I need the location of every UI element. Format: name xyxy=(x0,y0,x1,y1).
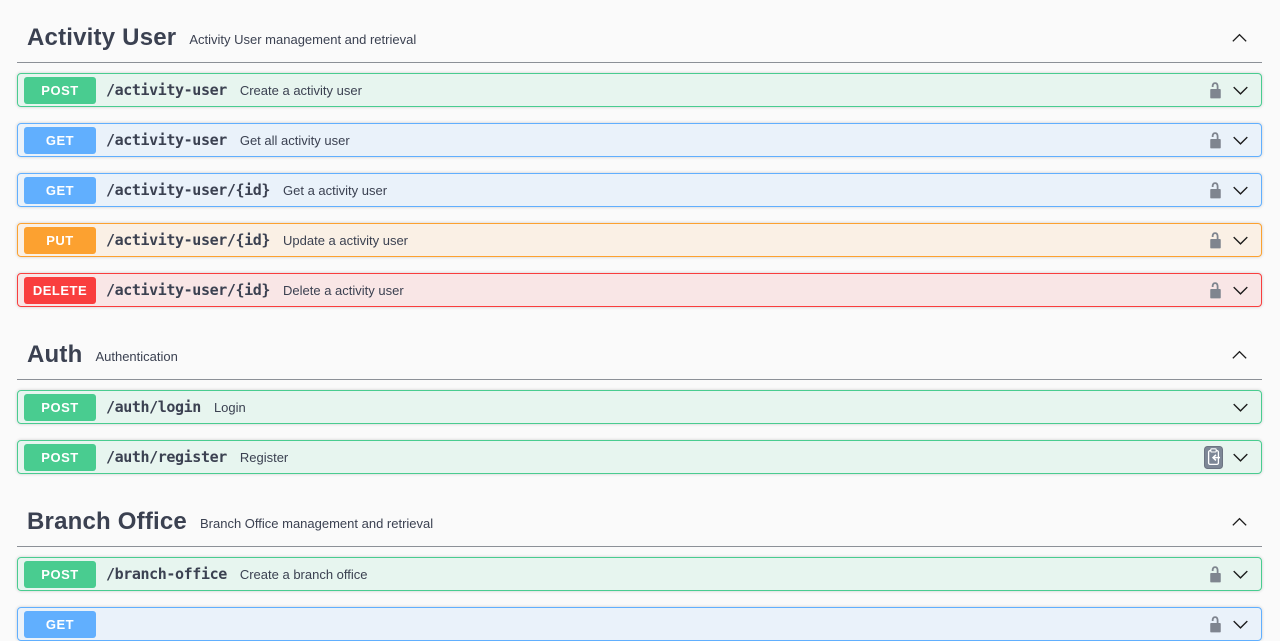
endpoint-row[interactable]: POST /activity-user Create a activity us… xyxy=(17,73,1262,107)
expand-endpoint-button[interactable] xyxy=(1232,135,1249,146)
row-icons xyxy=(1204,445,1249,469)
method-badge: DELETE xyxy=(24,276,96,304)
expand-endpoint-button[interactable] xyxy=(1232,569,1249,580)
chevron-down-icon xyxy=(1232,285,1249,296)
chevron-down-icon xyxy=(1232,569,1249,580)
chevron-down-icon xyxy=(1232,235,1249,246)
row-icons xyxy=(1208,181,1249,200)
lock-open-icon[interactable] xyxy=(1208,565,1223,584)
tag-title: Auth xyxy=(27,341,83,368)
method-badge: GET xyxy=(24,176,96,204)
tag-description: Branch Office management and retrieval xyxy=(199,516,434,531)
endpoint-path: /activity-user/{id} xyxy=(106,281,270,299)
endpoint-row[interactable]: PUT /activity-user/{id} Update a activit… xyxy=(17,223,1262,257)
lock-open-icon[interactable] xyxy=(1208,281,1223,300)
chevron-down-icon xyxy=(1232,135,1249,146)
endpoint-summary: Register xyxy=(239,450,289,465)
method-badge: PUT xyxy=(24,226,96,254)
tag-title: Activity User xyxy=(27,24,177,51)
expand-endpoint-button[interactable] xyxy=(1232,185,1249,196)
endpoint-row[interactable]: POST /branch-office Create a branch offi… xyxy=(17,557,1262,591)
endpoint-row[interactable]: DELETE /activity-user/{id} Delete a acti… xyxy=(17,273,1262,307)
endpoint-summary: Delete a activity user xyxy=(283,283,404,298)
endpoint-row[interactable]: POST /auth/register Register xyxy=(17,440,1262,474)
endpoint-path: /activity-user xyxy=(106,131,227,149)
endpoint-path: /activity-user/{id} xyxy=(106,181,270,199)
endpoint-path: /auth/login xyxy=(106,398,201,416)
row-icons xyxy=(1208,281,1249,300)
endpoint-path: /activity-user xyxy=(106,81,227,99)
expand-endpoint-button[interactable] xyxy=(1232,285,1249,296)
row-icons xyxy=(1208,231,1249,250)
endpoint-path: /auth/register xyxy=(106,448,227,466)
chevron-down-icon xyxy=(1232,452,1249,463)
row-icons xyxy=(1232,402,1249,413)
endpoint-summary: Create a activity user xyxy=(239,83,362,98)
endpoint-row[interactable]: POST /auth/login Login xyxy=(17,390,1262,424)
endpoint-list: POST /auth/login Login POST /auth/regist… xyxy=(17,390,1262,474)
endpoint-path: /branch-office xyxy=(106,565,227,583)
row-icons xyxy=(1208,565,1249,584)
endpoint-list: POST /branch-office Create a branch offi… xyxy=(17,557,1262,641)
chevron-down-icon xyxy=(1232,185,1249,196)
chevron-up-icon xyxy=(1231,33,1248,43)
row-icons xyxy=(1208,81,1249,100)
chevron-down-icon xyxy=(1232,402,1249,413)
endpoint-list: POST /activity-user Create a activity us… xyxy=(17,73,1262,307)
tag-header[interactable]: Activity User Activity User management a… xyxy=(17,6,1262,63)
collapse-section-button[interactable] xyxy=(1227,348,1252,362)
lock-open-icon[interactable] xyxy=(1208,131,1223,150)
lock-open-icon[interactable] xyxy=(1208,81,1223,100)
endpoint-row[interactable]: GET xyxy=(17,607,1262,641)
endpoint-summary: Login xyxy=(213,400,246,415)
method-badge: POST xyxy=(24,560,96,588)
tag-title: Branch Office xyxy=(27,508,187,535)
lock-open-icon[interactable] xyxy=(1208,615,1223,634)
tag-description: Activity User management and retrieval xyxy=(189,32,417,47)
expand-endpoint-button[interactable] xyxy=(1232,235,1249,246)
method-badge: POST xyxy=(24,443,96,471)
expand-endpoint-button[interactable] xyxy=(1232,402,1249,413)
tag-description: Authentication xyxy=(95,349,178,364)
endpoint-row[interactable]: GET /activity-user Get all activity user xyxy=(17,123,1262,157)
collapse-section-button[interactable] xyxy=(1227,31,1252,45)
endpoint-summary: Get a activity user xyxy=(283,183,388,198)
method-badge: POST xyxy=(24,76,96,104)
method-badge: GET xyxy=(24,126,96,154)
endpoint-summary: Update a activity user xyxy=(283,233,409,248)
lock-open-icon[interactable] xyxy=(1208,181,1223,200)
chevron-down-icon xyxy=(1232,619,1249,630)
endpoint-row[interactable]: GET /activity-user/{id} Get a activity u… xyxy=(17,173,1262,207)
tag-header[interactable]: Branch Office Branch Office management a… xyxy=(17,490,1262,547)
row-icons xyxy=(1208,615,1249,634)
row-icons xyxy=(1208,131,1249,150)
collapse-section-button[interactable] xyxy=(1227,515,1252,529)
endpoint-summary: Create a branch office xyxy=(239,567,368,582)
endpoint-summary: Get all activity user xyxy=(239,133,350,148)
chevron-down-icon xyxy=(1232,85,1249,96)
expand-endpoint-button[interactable] xyxy=(1232,85,1249,96)
clipboard-import-icon[interactable] xyxy=(1204,445,1223,469)
api-tag-section-activity-user: Activity User Activity User management a… xyxy=(17,6,1262,307)
lock-open-icon[interactable] xyxy=(1208,231,1223,250)
method-badge: GET xyxy=(24,610,96,638)
endpoint-path: /activity-user/{id} xyxy=(106,231,270,249)
tag-header[interactable]: Auth Authentication xyxy=(17,323,1262,380)
method-badge: POST xyxy=(24,393,96,421)
api-tag-section-branch-office: Branch Office Branch Office management a… xyxy=(17,490,1262,641)
chevron-up-icon xyxy=(1231,350,1248,360)
expand-endpoint-button[interactable] xyxy=(1232,452,1249,463)
expand-endpoint-button[interactable] xyxy=(1232,619,1249,630)
api-tag-section-auth: Auth Authentication POST /auth/login Log… xyxy=(17,323,1262,474)
chevron-up-icon xyxy=(1231,517,1248,527)
